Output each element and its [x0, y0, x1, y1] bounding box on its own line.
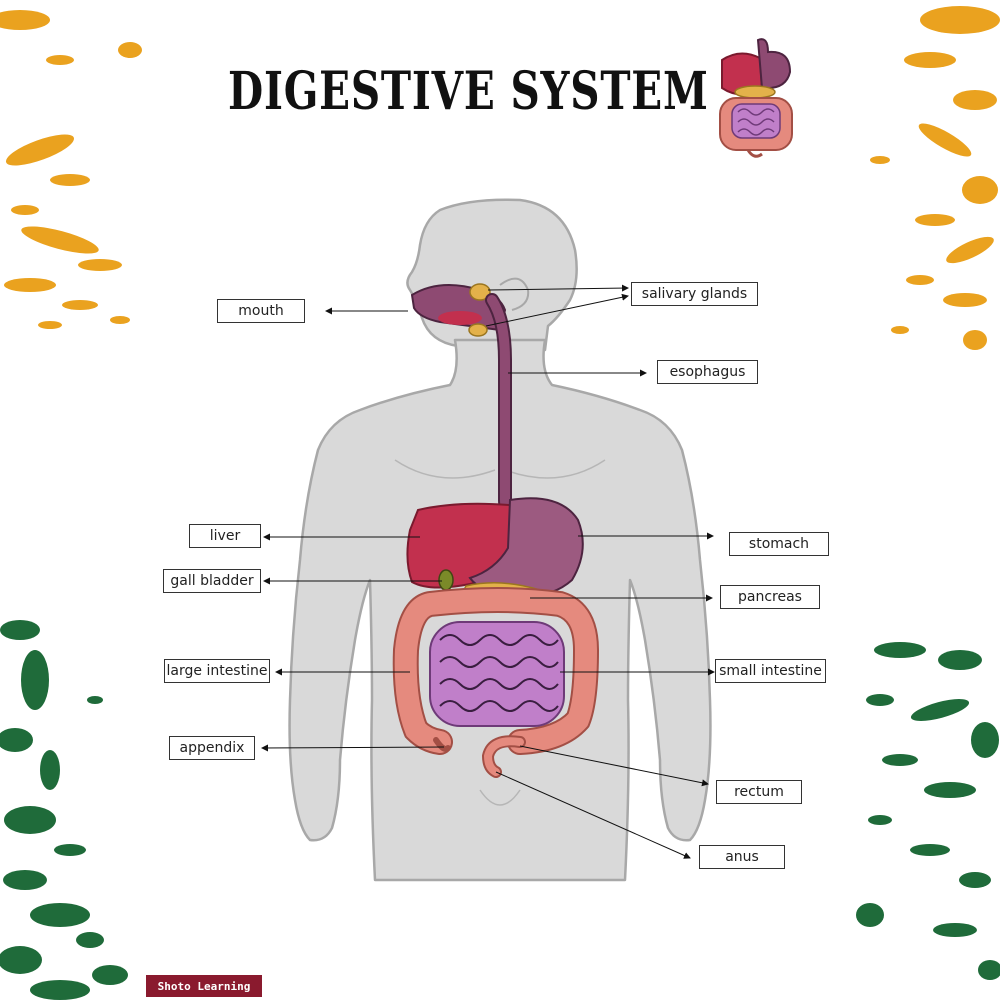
label-small-intestine: small intestine [715, 659, 826, 683]
orange-splatter-left [0, 10, 142, 329]
appendix-leader [261, 744, 445, 752]
label-gall-bladder: gall bladder [163, 569, 261, 593]
label-pancreas: pancreas [720, 585, 820, 609]
green-splatter-left [0, 620, 128, 1000]
appendix-organ [433, 737, 451, 752]
salivary-gland-upper [469, 283, 491, 301]
label-salivary-glands: salivary glands [631, 282, 758, 306]
salivary-leader-lower [485, 293, 629, 327]
brand-badge: Shoto Learning [146, 975, 262, 997]
label-liver: liver [189, 524, 261, 548]
body-contour-lines [394, 459, 606, 806]
label-large-intestine: large intestine [164, 659, 270, 683]
tongue [438, 311, 482, 325]
label-anus: anus [699, 845, 785, 869]
rectum-leader [519, 745, 709, 787]
salivary-leader-upper [487, 284, 629, 292]
anus-leader [495, 771, 691, 859]
label-mouth: mouth [217, 299, 305, 323]
label-appendix: appendix [169, 736, 255, 760]
label-esophagus: esophagus [657, 360, 758, 384]
orange-splatter-right [870, 6, 1000, 350]
small-intestine-coils [439, 634, 559, 712]
label-stomach: stomach [729, 532, 829, 556]
label-rectum: rectum [716, 780, 802, 804]
green-splatter-right [856, 642, 1000, 980]
salivary-gland-lower [468, 323, 488, 337]
